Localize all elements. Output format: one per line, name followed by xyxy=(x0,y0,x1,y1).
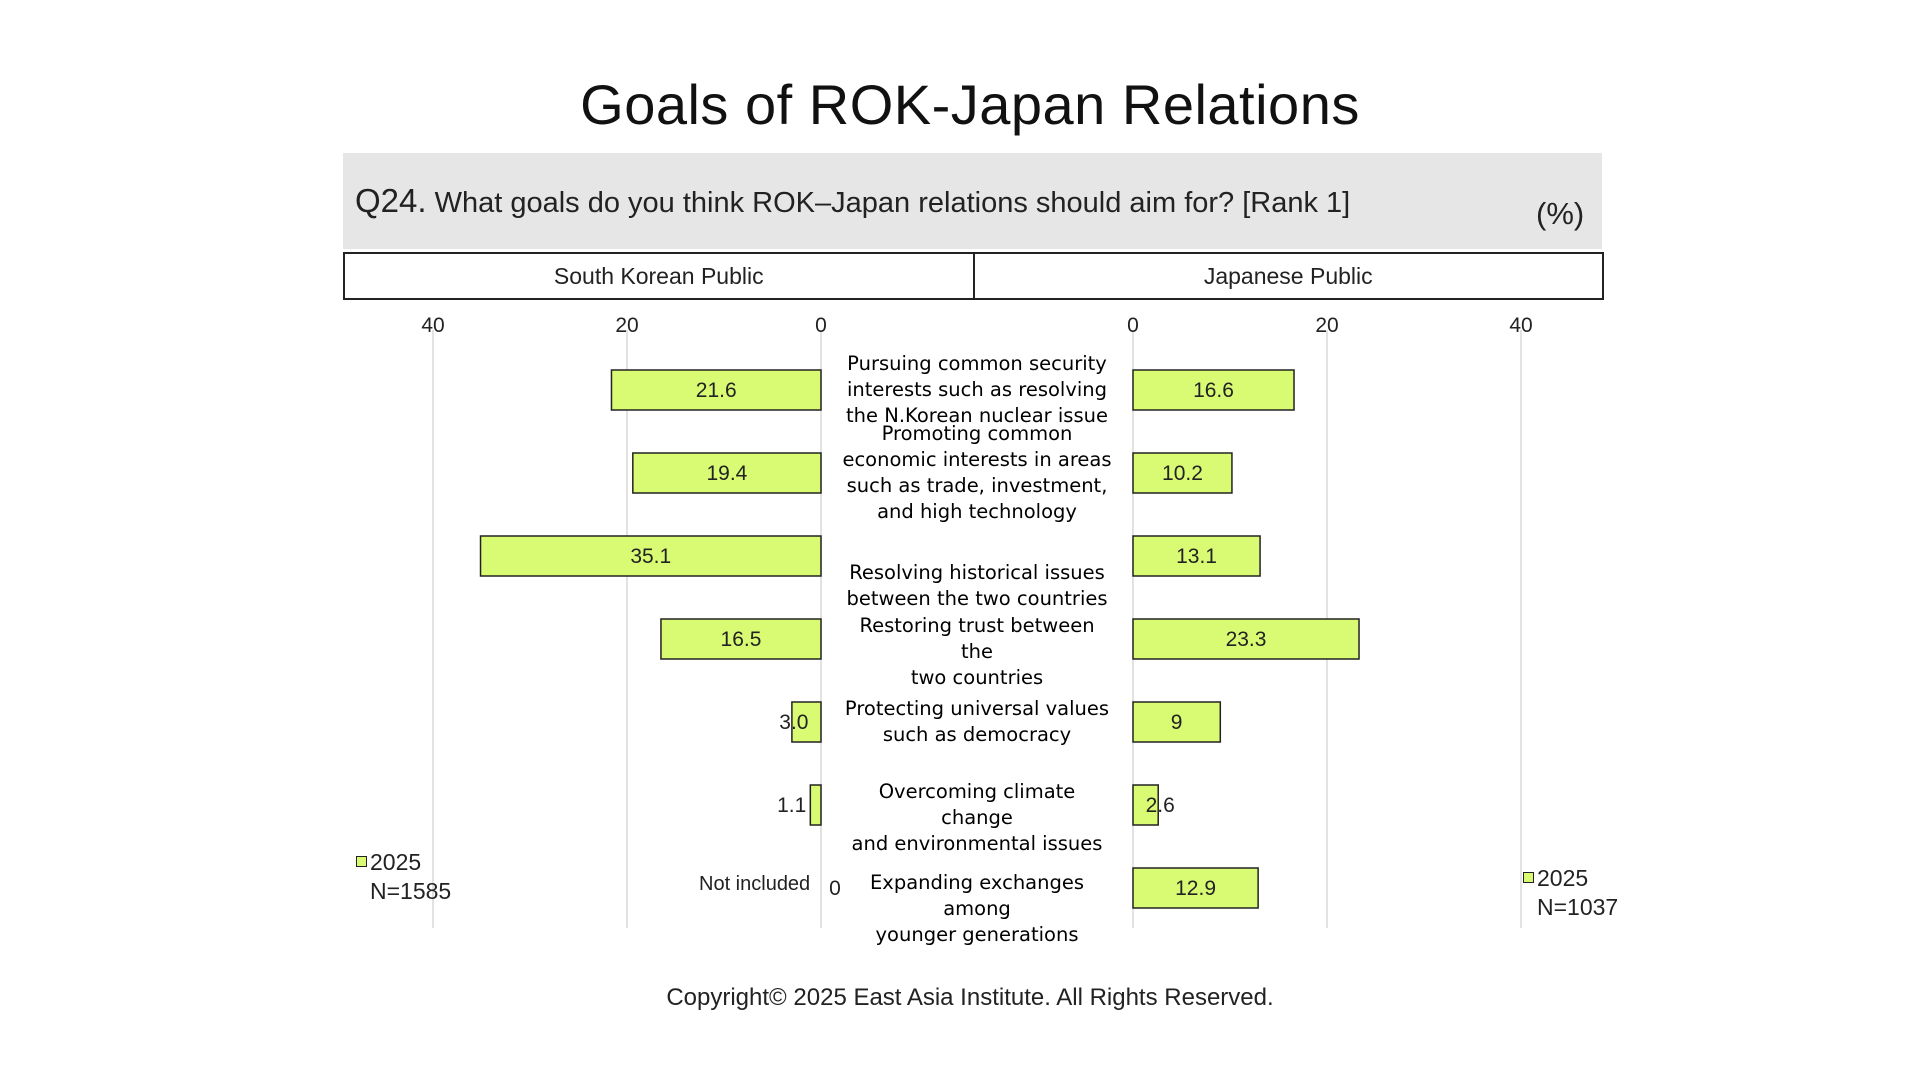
legend-swatch-left xyxy=(356,856,367,867)
category-label-1: Pursuing common security interests such a… xyxy=(842,351,1112,429)
legend-right: 2025 N=1037 xyxy=(1537,864,1618,922)
category-label-line: and high technology xyxy=(877,500,1077,523)
question-text: Q24. What goals do you think ROK–Japan r… xyxy=(355,182,1350,220)
right-value-label-3: 13.1 xyxy=(1176,545,1217,568)
left-panel-header: South Korean Public xyxy=(553,262,764,289)
right-tick-label-20: 20 xyxy=(1315,314,1339,337)
category-label-line: Expanding exchanges among xyxy=(869,871,1085,920)
right-bar-4 xyxy=(1132,618,1360,660)
right-tick-label-40: 40 xyxy=(1509,314,1533,337)
left-value-label-3: 35.1 xyxy=(630,545,671,568)
left-value-label-2: 19.4 xyxy=(706,462,747,485)
right-tick-label-0: 0 xyxy=(1127,314,1139,337)
right-bar-5 xyxy=(1132,701,1222,743)
legend-left: 2025 N=1585 xyxy=(370,848,451,906)
category-label-line: younger generations xyxy=(875,923,1079,946)
left-bar-3 xyxy=(479,535,822,577)
question-body: What goals do you think ROK–Japan relati… xyxy=(434,187,1351,219)
category-label-line: Resolving historical issues xyxy=(849,561,1105,584)
right-bar-2 xyxy=(1132,452,1233,494)
category-label-line: Overcoming climate change xyxy=(878,780,1076,829)
category-label-7: Expanding exchanges among younger generat… xyxy=(842,870,1112,948)
category-label-2: Promoting common economic interests in ar… xyxy=(842,421,1112,525)
left-value-label-5: 3.0 xyxy=(779,711,808,734)
right-value-label-6: 2.6 xyxy=(1146,794,1175,817)
not-included-note: Not included xyxy=(699,873,811,895)
category-label-line: such as trade, investment, xyxy=(846,474,1108,497)
left-value-label-6: 1.1 xyxy=(777,794,806,817)
category-label-line: Protecting universal values xyxy=(844,697,1110,720)
left-tick-label-40: 40 xyxy=(421,314,445,337)
category-label-line: interests such as resolving xyxy=(846,378,1108,401)
unit-label: (%) xyxy=(1536,196,1585,231)
left-bar-5 xyxy=(791,701,822,743)
right-value-label-4: 23.3 xyxy=(1226,628,1267,651)
legend-right-year: 2025 xyxy=(1537,865,1589,891)
legend-swatch-right xyxy=(1523,872,1534,883)
category-label-line: Pursuing common security xyxy=(847,352,1107,375)
question-banner xyxy=(343,153,1602,249)
panel-header-row: South Korean Public Japanese Public xyxy=(343,252,1604,300)
left-bar-2 xyxy=(632,452,822,494)
legend-right-n: N=1037 xyxy=(1537,894,1619,920)
category-label-line: the N.Korean nuclear issue xyxy=(846,404,1108,427)
right-panel-header: Japanese Public xyxy=(972,254,1603,298)
right-value-label-1: 16.6 xyxy=(1193,379,1234,402)
category-label-3: Resolving historical issues between the t… xyxy=(842,560,1112,612)
legend-left-year: 2025 xyxy=(370,849,422,875)
page-title: Goals of ROK-Japan Relations xyxy=(580,73,1360,136)
category-label-6: Overcoming climate change and environment… xyxy=(842,779,1112,857)
category-label-5: Protecting universal values such as democ… xyxy=(842,696,1112,748)
left-value-label-1: 21.6 xyxy=(696,379,737,402)
right-value-label-5: 9 xyxy=(1171,711,1183,734)
category-label-4: Restoring trust between the two countries xyxy=(842,613,1112,691)
left-tick-label-0: 0 xyxy=(815,314,827,337)
category-label-line: Restoring trust between the xyxy=(859,614,1095,663)
legend-left-n: N=1585 xyxy=(370,878,452,904)
left-value-label-4: 16.5 xyxy=(721,628,762,651)
right-bar-3 xyxy=(1132,535,1261,577)
category-label-line: two countries xyxy=(910,666,1044,689)
right-bar-7 xyxy=(1132,867,1259,909)
left-bar-6 xyxy=(809,784,822,826)
question-number: Q24. xyxy=(355,182,427,219)
category-label-line: economic interests in areas xyxy=(842,448,1112,471)
left-tick-label-20: 20 xyxy=(615,314,639,337)
category-label-line: and environmental issues xyxy=(851,832,1103,855)
right-value-label-2: 10.2 xyxy=(1162,462,1203,485)
right-value-label-7: 12.9 xyxy=(1175,877,1216,900)
right-bar-6 xyxy=(1132,784,1159,826)
left-value-label-7: 0 xyxy=(829,877,841,900)
category-label-line: between the two countries xyxy=(846,587,1108,610)
left-bar-1 xyxy=(610,369,822,411)
right-bar-1 xyxy=(1132,369,1295,411)
category-label-line: Promoting common xyxy=(881,422,1073,445)
category-label-line: such as democracy xyxy=(882,723,1072,746)
copyright-footer: Copyright© 2025 East Asia Institute. All… xyxy=(666,984,1274,1011)
left-bar-4 xyxy=(660,618,822,660)
